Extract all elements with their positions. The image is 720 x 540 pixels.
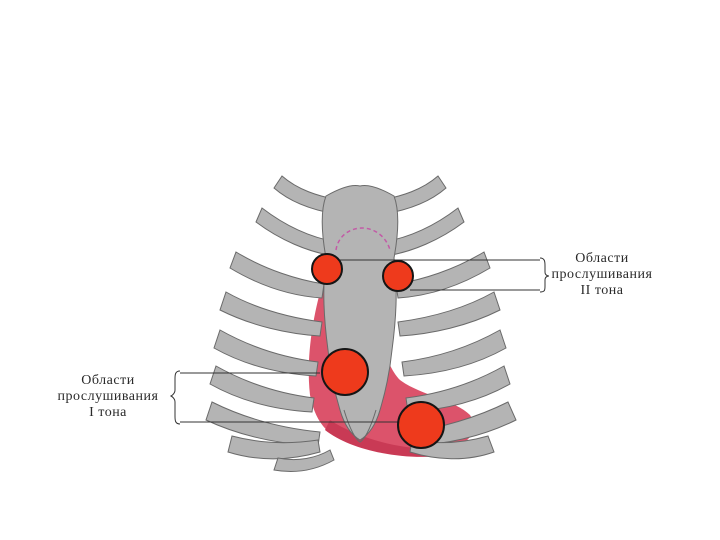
aortic-point	[312, 254, 342, 284]
second-tone-line3: II тона	[540, 283, 664, 299]
first-tone-line3: I тона	[40, 405, 176, 421]
tricuspid-point	[322, 349, 368, 395]
mitral-point	[398, 402, 444, 448]
left-ribs	[206, 176, 338, 472]
first-tone-line2: прослушивания	[40, 389, 176, 405]
first-tone-line1: Области	[40, 373, 176, 389]
pulmonary-point	[383, 261, 413, 291]
second-tone-line2: прослушивания	[540, 267, 664, 283]
second-tone-label: Области прослушивания II тона	[540, 251, 664, 299]
first-tone-label: Области прослушивания I тона	[40, 373, 176, 421]
second-tone-line1: Области	[540, 251, 664, 267]
